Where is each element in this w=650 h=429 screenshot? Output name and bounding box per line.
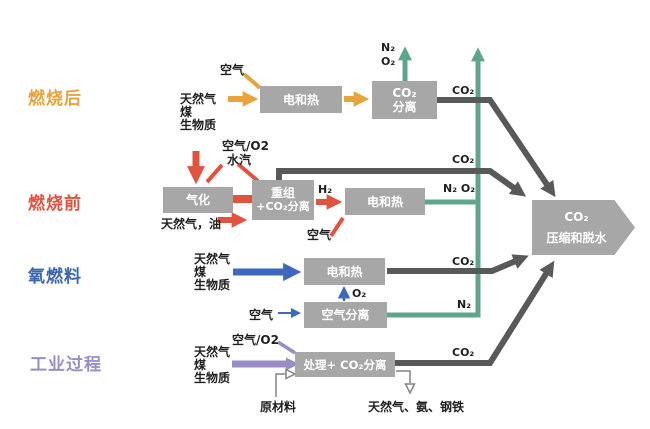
label-co2-post: CO₂ <box>452 84 475 97</box>
label-products: 天然气、氨、钢铁 <box>368 400 465 414</box>
co2-stream-pre <box>276 168 527 197</box>
box-processing: 处理+ CO₂分离 <box>295 352 395 377</box>
box-co2-compression: CO₂ 压缩和脱水 <box>532 200 635 255</box>
label-air-o2-pre: 空气/O2 <box>222 139 269 153</box>
label-fuel-industrial-3: 生物质 <box>194 371 231 385</box>
label-air-post: 空气 <box>220 63 245 77</box>
label-fuel-oxy-2: 煤 <box>194 265 207 279</box>
label-o2-post: O₂ <box>381 55 396 68</box>
label-n2-oxy: N₂ <box>457 298 472 311</box>
raw-material-line <box>275 373 285 397</box>
label-co2-pre: CO₂ <box>452 153 475 166</box>
label-fuel-post: 天然气 煤 生物质 <box>180 93 216 132</box>
label-fuel-post-2: 煤 <box>180 105 193 119</box>
label-n2-post: N₂ <box>381 41 396 54</box>
label-h2-pre: H₂ <box>318 183 333 196</box>
label-fuel-oxy-3: 生物质 <box>194 278 231 292</box>
co2-stream-industrial <box>395 260 555 366</box>
label-fuel-industrial: 天然气 煤 生物质 <box>194 346 230 385</box>
vent-arrow-main <box>387 47 485 318</box>
label-raw-material: 原材料 <box>260 400 297 414</box>
box-heat-post: 电和热 <box>260 86 342 113</box>
label-fuel-oil-pre: 天然气，油 <box>161 217 222 231</box>
label-n2-o2-pre: N₂ O₂ <box>443 182 476 195</box>
row-label-post-combustion: 燃烧后 <box>28 89 82 109</box>
row-label-industrial: 工业过程 <box>30 355 102 375</box>
label-air-pre: 空气 <box>307 228 332 242</box>
box-air-separation: 空气分离 <box>304 302 387 328</box>
label-fuel-industrial-2: 煤 <box>194 358 207 372</box>
box-reforming: 重组 +CO₂分离 <box>252 180 314 220</box>
label-fuel-industrial-1: 天然气 <box>194 345 231 359</box>
box-gasification: 气化 <box>163 187 233 213</box>
box-co2-compression-line2: 压缩和脱水 <box>546 230 607 245</box>
box-co2-separation-line2: 分离 <box>392 100 417 114</box>
steam-line-left <box>205 163 224 184</box>
raw-material-open-arrowhead <box>285 368 297 380</box>
label-fuel-oxy-1: 天然气 <box>194 252 231 266</box>
box-reforming-line1: 重组 <box>270 186 295 200</box>
label-steam-pre: 水汽 <box>227 153 252 167</box>
air-line-post <box>242 72 262 90</box>
row-label-oxyfuel: 氧燃料 <box>28 267 82 287</box>
products-line <box>396 370 411 383</box>
box-reforming-line2: +CO₂分离 <box>256 200 310 213</box>
row-label-pre-combustion: 燃烧前 <box>28 194 82 214</box>
co2-stream-post <box>437 97 556 198</box>
air-line-pre <box>329 216 345 238</box>
label-air-o2-industrial: 空气/O2 <box>232 333 279 347</box>
label-co2-industrial: CO₂ <box>452 346 475 359</box>
steam-line-right <box>236 162 260 183</box>
box-co2-separation: CO₂ 分离 <box>372 81 437 119</box>
box-co2-separation-line1: CO₂ <box>392 86 417 100</box>
label-co2-oxy: CO₂ <box>452 255 475 268</box>
label-fuel-post-3: 生物质 <box>180 118 217 132</box>
fuel-arrowhead-industrial <box>286 357 299 371</box>
products-open-arrowhead <box>404 383 416 395</box>
label-o2-oxy: O₂ <box>352 287 367 300</box>
box-heat-pre: 电和热 <box>345 188 425 215</box>
co2-stream-oxy <box>387 254 529 274</box>
label-fuel-post-1: 天然气 <box>180 92 217 106</box>
box-co2-compression-line1: CO₂ <box>564 209 589 224</box>
label-air-oxy: 空气 <box>249 308 274 322</box>
label-fuel-oxy: 天然气 煤 生物质 <box>194 253 230 292</box>
air-o2-line-industrial <box>277 340 296 355</box>
box-heat-oxy: 电和热 <box>304 258 385 285</box>
